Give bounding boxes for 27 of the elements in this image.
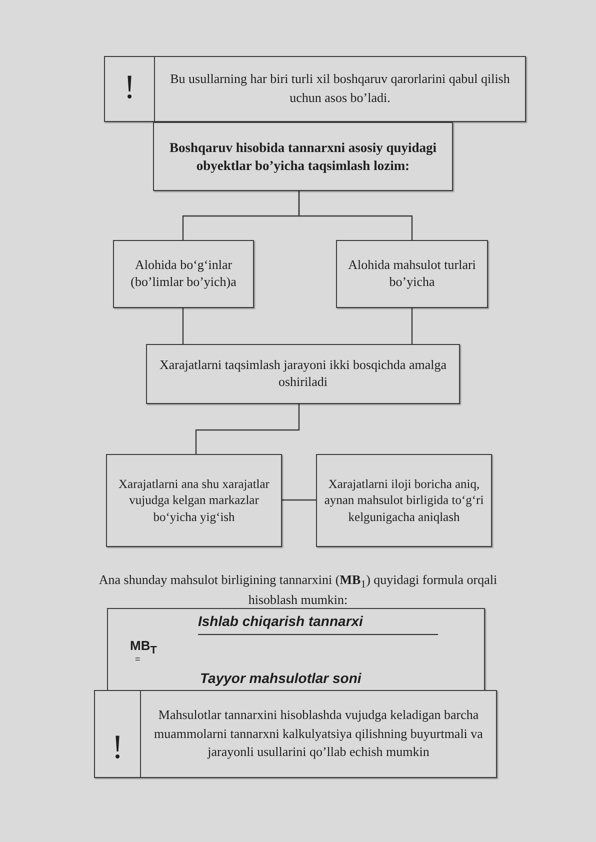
- connector-line: [298, 191, 413, 240]
- note-text: Bu usullarning har biri turli xil boshqaruv qarorlarini qabul qilish uchun asos bo’ladi.: [169, 70, 511, 107]
- connector-line: [182, 308, 184, 344]
- box-text: Alohida bo‘g‘inlar (bo’limlar bo’yich)a: [130, 257, 238, 291]
- denominator-text: Tayyor mahsulotlar soni: [200, 670, 362, 687]
- paragraph-text: Ana shunday mahsulot birligining tannarxini (MB$_{1}$) quyidagi formula orqali hisoblash mumkin:: [98, 572, 498, 608]
- process-box: [153, 122, 453, 191]
- box-text: Xarajatlarni ana shu xarajatlar vujudga kelgan markazlar bo‘yicha yig‘ish: [118, 476, 270, 525]
- note-box: [94, 690, 497, 778]
- exclamation-mark: !: [112, 731, 124, 765]
- process-box: [146, 344, 460, 404]
- process-box: [316, 454, 492, 547]
- process-box: [113, 240, 254, 308]
- note-text: Mahsulotlar tannarxini hisoblashda vujudga keladigan barcha muammolarni tannarxni kalkulyatsiya qilishning buyurtmali va jarayonli usullarini qo’llab echish mumkin: [153, 706, 484, 762]
- process-box: [106, 454, 282, 547]
- exclamation-mark: !: [124, 71, 136, 105]
- note-box: [104, 56, 526, 122]
- box-text: Xarajatlarni iloji boricha aniq, aynan mahsulot birligida to‘g‘ri kelgunigacha aniqlash: [323, 476, 485, 525]
- numerator-text: Ishlab chiqarish tannarxi: [198, 613, 363, 630]
- formula-box: [107, 608, 485, 692]
- connector-line: [411, 308, 413, 344]
- box-text: Xarajatlarni taqsimlash jarayoni ikki bosqichda amalga oshiriladi: [158, 357, 448, 391]
- box-text: Alohida mahsulot turlari bo’yicha: [347, 257, 477, 291]
- connector-line: [195, 404, 300, 454]
- box-text: Boshqaruv hisobida tannarxni asosiy quyidagi obyektlar bo’yicha taqsimlash lozim:: [168, 138, 438, 174]
- process-box: [336, 240, 488, 308]
- connector-line: [282, 499, 316, 501]
